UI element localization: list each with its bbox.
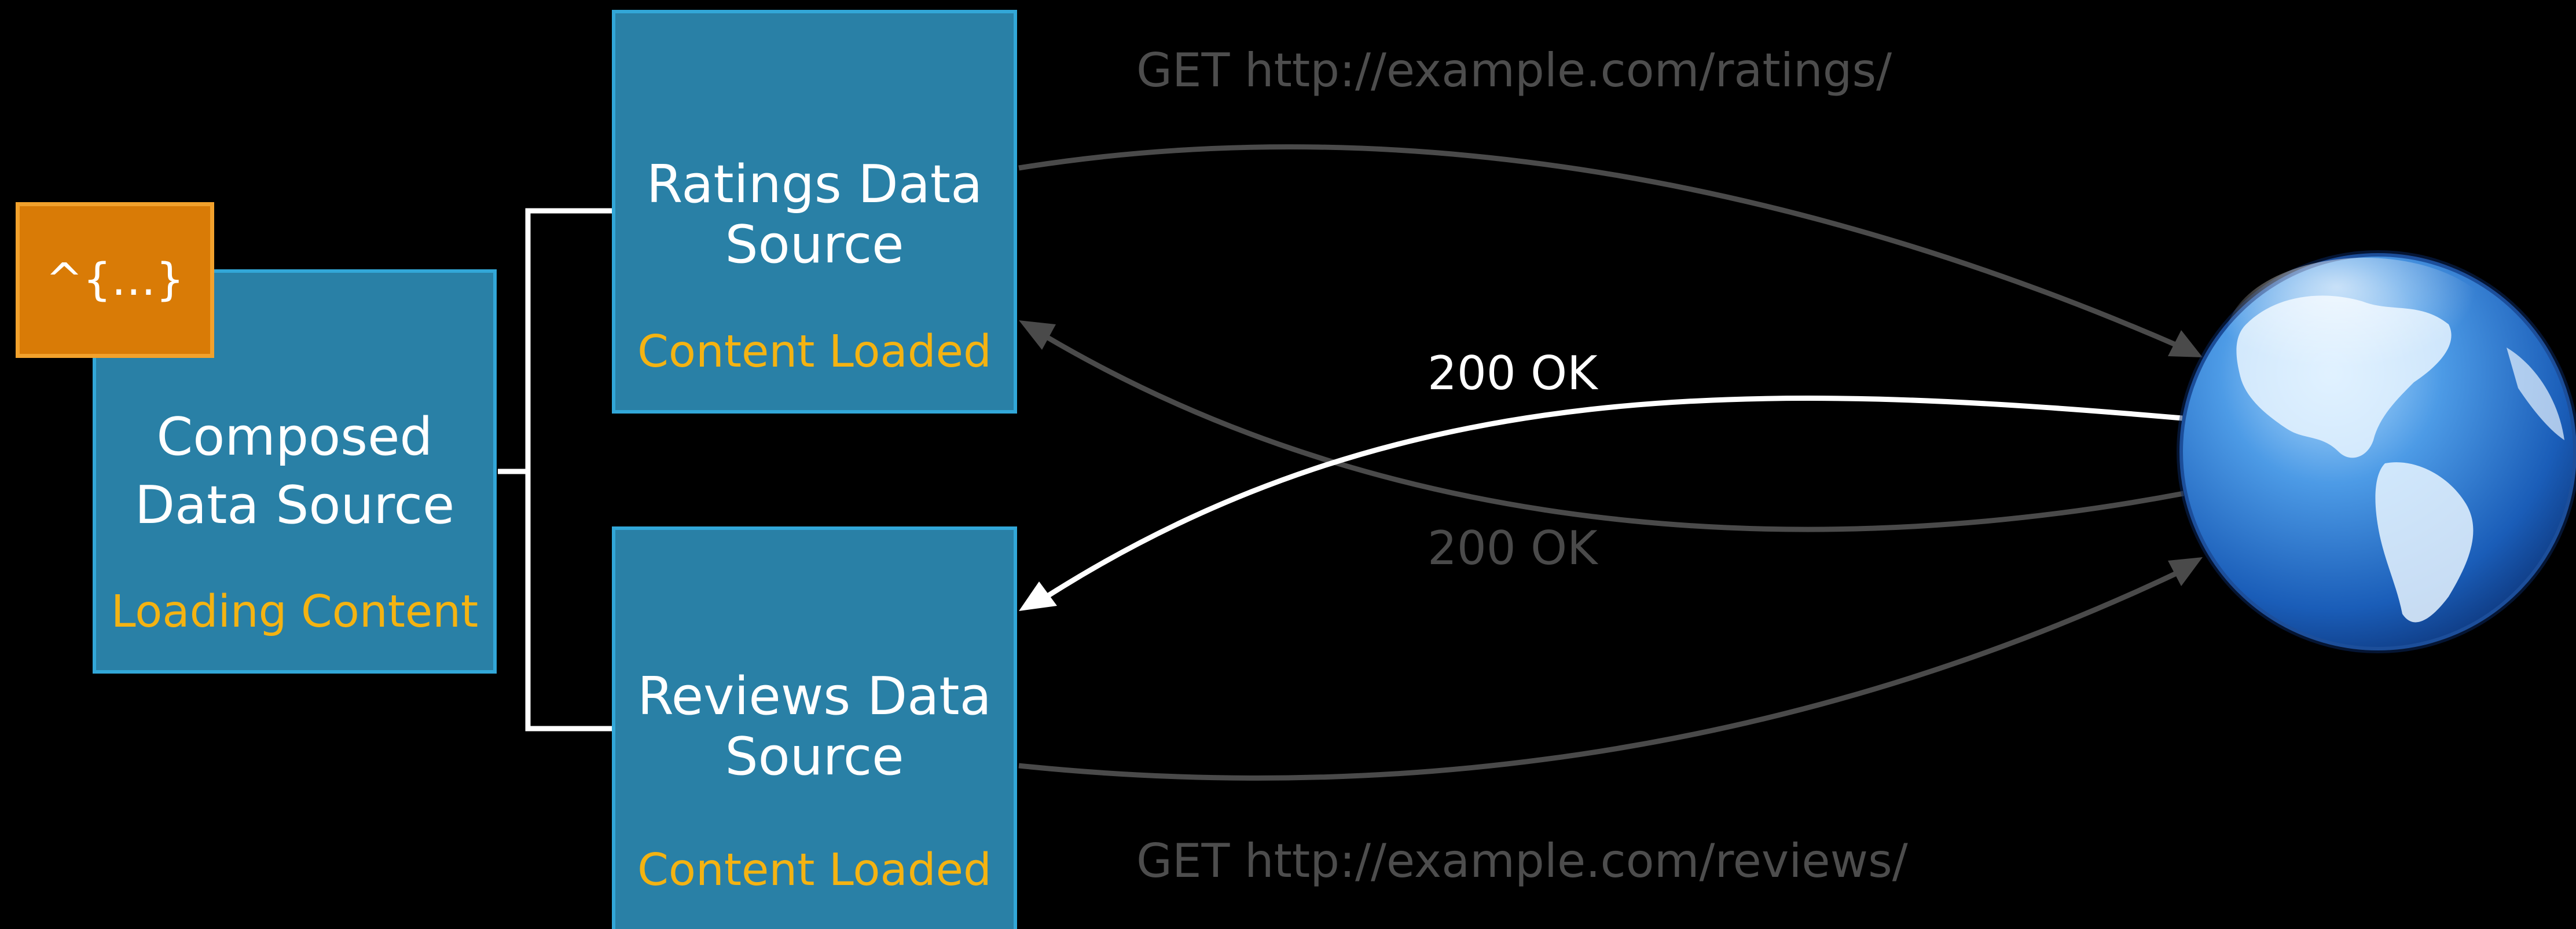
composed-data-source-box: Composed Data Source Loading Content [93,269,497,674]
reviews-request-label: GET http://example.com/reviews/ [1136,834,1908,888]
ratings-response-arrow [1043,334,2184,532]
reviews-status: Content Loaded [637,844,992,896]
ratings-title-line-1: Ratings Data [646,154,983,215]
ratings-data-source-box: Ratings Data Source Content Loaded [612,10,1017,414]
composed-title-line-2: Data Source [134,475,455,536]
block-badge: ^{…} [16,202,214,358]
ratings-request-arrowhead [2168,330,2203,357]
active-response-label: 200 OK [1428,346,1598,400]
ratings-request-label: GET http://example.com/ratings/ [1136,43,1892,97]
ratings-title-line-2: Source [725,214,904,275]
dim-response-label: 200 OK [1428,521,1598,575]
reviews-data-source-box: Reviews Data Source Content Loaded [612,526,1017,929]
connector-line [498,208,612,474]
ratings-status: Content Loaded [637,326,992,378]
ratings-request-arrow [1018,144,2181,349]
reviews-title-line-1: Reviews Data [637,666,992,727]
reviews-title-line-2: Source [725,726,904,787]
reviews-request-arrow [1018,568,2184,781]
reviews-response-arrowhead [1019,581,1057,611]
reviews-request-arrowhead [2168,557,2203,586]
reviews-response-arrow [1043,395,2183,600]
ratings-response-arrowhead [1019,320,1056,350]
composed-title-line-1: Composed [156,407,433,467]
composed-status: Loading Content [111,586,479,638]
connector-line [525,471,612,732]
globe-icon [2177,250,2576,653]
